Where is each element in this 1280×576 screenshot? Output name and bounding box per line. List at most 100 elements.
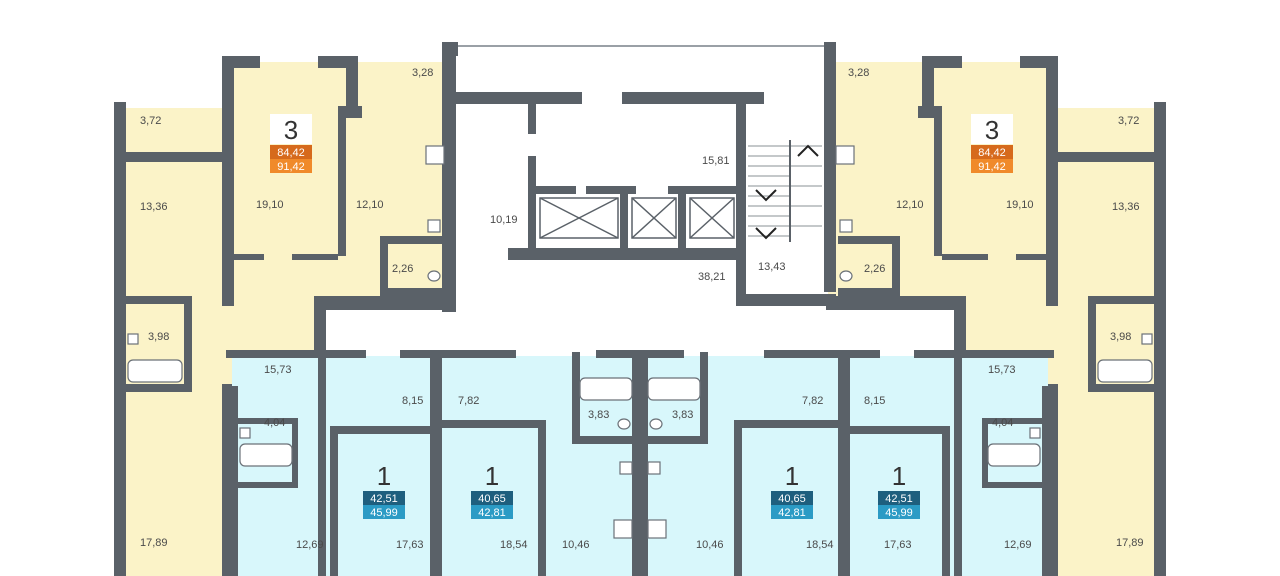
balcony-fill — [122, 108, 222, 154]
room-area: 12,10 — [356, 199, 384, 211]
stove-icon — [425, 145, 445, 165]
badge-total-box — [971, 145, 1013, 159]
toilet-icon — [427, 270, 441, 282]
badge-rooms: 1 — [785, 461, 799, 491]
wall — [236, 482, 298, 488]
room-area: 10,46 — [696, 539, 724, 551]
arrow-up-icon — [797, 144, 819, 157]
wall — [330, 426, 338, 576]
wall — [1046, 56, 1058, 306]
badge-box — [270, 114, 312, 144]
wall — [982, 418, 988, 488]
wall — [596, 350, 684, 358]
wall — [736, 294, 836, 306]
room-area: 3,72 — [1118, 115, 1139, 127]
badge-rooms: 3 — [985, 115, 999, 145]
wall — [1088, 384, 1156, 392]
wall — [620, 186, 628, 248]
wall — [764, 350, 800, 358]
arrow-down-icon — [755, 189, 777, 202]
wall — [508, 248, 736, 260]
wall — [314, 296, 326, 352]
apartment-badge: 3 84,42 91,42 — [270, 114, 312, 173]
wall — [668, 186, 738, 194]
wall — [536, 186, 576, 194]
badge-rooms: 3 — [284, 115, 298, 145]
badge-balcony-box — [471, 505, 513, 519]
room-area: 3,83 — [672, 409, 693, 421]
wall — [644, 436, 708, 444]
apartment-badge: 1 40,65 42,81 — [771, 461, 813, 519]
room-area: 17,63 — [396, 539, 424, 551]
badge-rooms: 1 — [892, 461, 906, 491]
wall — [678, 186, 686, 248]
room-area: 18,54 — [500, 539, 528, 551]
wall — [226, 350, 366, 358]
room-area: 15,73 — [988, 364, 1016, 376]
wall — [934, 106, 942, 256]
badge-total: 84,42 — [277, 147, 305, 159]
wall — [230, 386, 238, 576]
stove-icon — [647, 519, 667, 539]
room-area: 15,81 — [702, 155, 730, 167]
wall — [1090, 296, 1156, 304]
wall — [318, 356, 326, 576]
wall — [942, 426, 950, 576]
wall — [586, 186, 636, 194]
sink-icon — [239, 427, 251, 439]
wall — [400, 350, 480, 358]
room-area: 4,04 — [992, 417, 1013, 429]
room-area: 3,98 — [148, 331, 169, 343]
room-area: 12,10 — [896, 199, 924, 211]
room-area: 4,04 — [264, 417, 285, 429]
wall — [338, 106, 346, 256]
wall — [292, 418, 298, 488]
walls — [114, 42, 1166, 576]
room-area: 10,19 — [490, 214, 518, 226]
wall — [222, 56, 234, 306]
badge-balcony: 42,81 — [478, 507, 506, 519]
room-area: 2,26 — [864, 263, 885, 275]
wall — [346, 56, 358, 106]
wall — [430, 356, 442, 576]
badge-total: 42,51 — [370, 493, 398, 505]
room-area: 8,15 — [864, 395, 885, 407]
badge-rooms: 1 — [377, 461, 391, 491]
wall — [738, 420, 838, 428]
wall — [1154, 102, 1166, 576]
wall — [222, 384, 232, 576]
apartment-badge: 1 40,65 42,81 — [471, 461, 513, 519]
room-area: 13,36 — [140, 201, 168, 213]
wall — [222, 56, 260, 68]
badge-balcony: 91,42 — [277, 161, 305, 173]
fixtures — [127, 145, 1153, 539]
sink-icon — [127, 333, 139, 345]
wall — [838, 236, 900, 244]
wall — [982, 418, 1044, 424]
sink-icon — [1141, 333, 1153, 345]
badge-total-box — [270, 145, 312, 159]
wall — [538, 420, 546, 576]
stair-arrows — [755, 144, 819, 240]
wall — [826, 296, 966, 310]
elevator-shaft — [539, 197, 619, 239]
balcony-fill — [350, 62, 442, 106]
apartment-badge: 1 42,51 45,99 — [878, 461, 920, 519]
wall — [528, 104, 536, 134]
wall — [700, 352, 708, 442]
badge-total: 40,65 — [778, 493, 806, 505]
wall — [1056, 152, 1166, 162]
wall — [380, 236, 442, 244]
wall — [982, 482, 1044, 488]
wall — [456, 92, 582, 104]
bathtub-icon — [647, 377, 701, 401]
sink-icon — [647, 461, 661, 475]
wall — [922, 56, 934, 106]
elevator-cross — [689, 197, 735, 239]
badge-balcony: 45,99 — [370, 507, 398, 519]
room-area: 13,36 — [1112, 201, 1140, 213]
badge-total: 40,65 — [478, 493, 506, 505]
room-area: 10,46 — [562, 539, 590, 551]
room-area: 13,43 — [758, 261, 786, 273]
apartment-badge: 1 42,51 45,99 — [363, 461, 405, 519]
